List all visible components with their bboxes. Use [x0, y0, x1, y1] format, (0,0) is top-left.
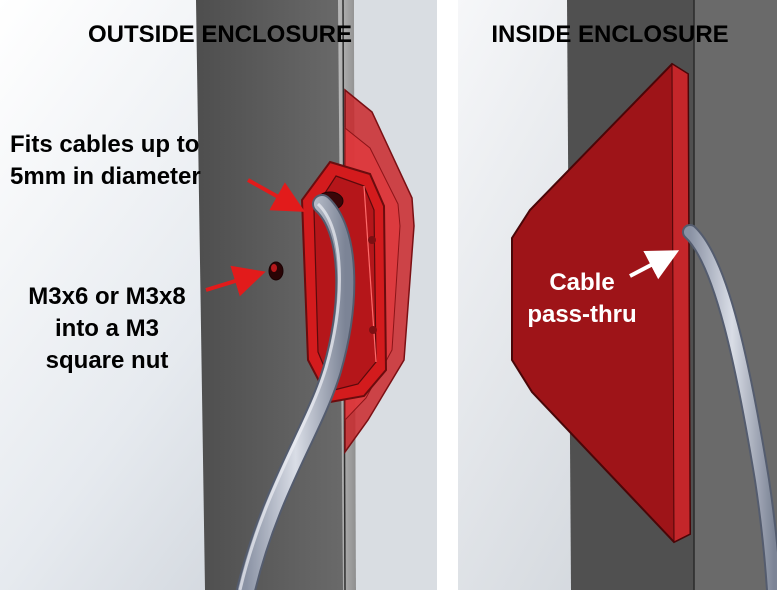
screw-label-line1: M3x6 or M3x8 — [28, 283, 185, 310]
gland-plate-edge — [671, 63, 691, 543]
passthru-arrow — [629, 250, 680, 280]
outside-panel: OUTSIDE ENCLOSURE Fits cables up to 5mm … — [0, 0, 437, 590]
outside-title: OUTSIDE ENCLOSURE — [88, 21, 352, 48]
screw-hole — [268, 261, 284, 281]
screw-arrow — [205, 265, 266, 297]
cable-fit-label-line1: Fits cables up to — [10, 131, 199, 158]
screw-hole-inner — [271, 264, 277, 272]
passthru-label-line1: Cable — [549, 269, 614, 296]
cable-fit-arrow — [247, 178, 305, 212]
inside-title: INSIDE ENCLOSURE — [491, 21, 728, 48]
screw-label-line3: square nut — [46, 347, 169, 374]
gland-notch-bottom — [369, 326, 377, 334]
cable-fit-label-line2: 5mm in diameter — [10, 163, 201, 190]
inside-cable — [684, 226, 777, 590]
screw-label-line2: into a M3 — [55, 315, 159, 342]
cable-sheen — [238, 202, 341, 590]
passthru-label-line2: pass-thru — [527, 301, 636, 328]
panel-divider — [437, 0, 458, 590]
gland-notch-top — [368, 236, 376, 244]
inside-panel: INSIDE ENCLOSURE Cable pass-thru — [458, 0, 777, 590]
cable — [238, 196, 354, 590]
